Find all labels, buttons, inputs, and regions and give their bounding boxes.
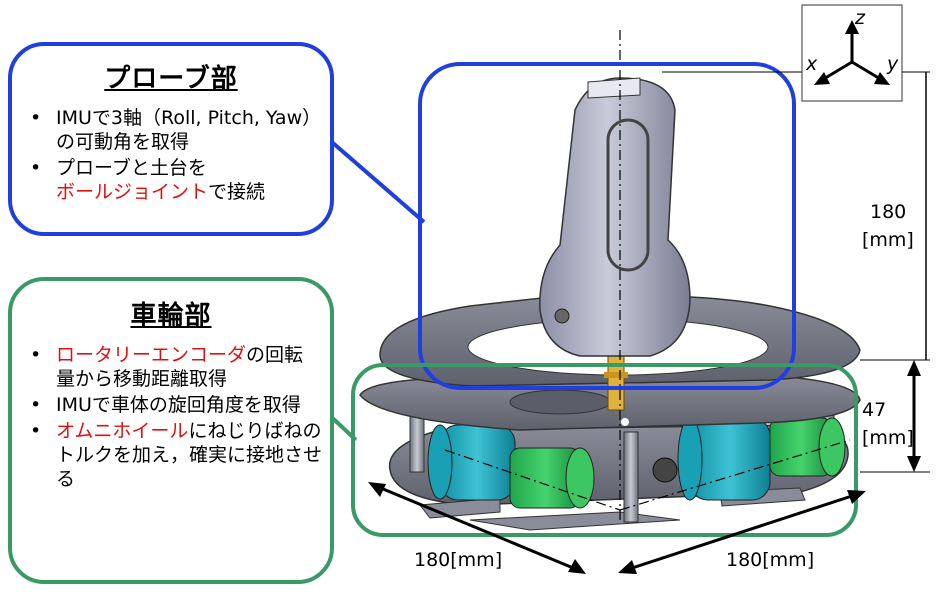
axis-label-x: x: [806, 53, 818, 75]
height-total-value: 180: [870, 201, 907, 223]
wheel-bullets: •ロータリーエンコーダの回転量から移動距離取得 •IMUで車体の旋回角度を取得 …: [26, 343, 322, 493]
wheel-bullet-2: •IMUで車体の旋回角度を取得: [30, 394, 301, 416]
encoder-left: [509, 447, 595, 509]
omni-wheel-highlight: オムニホイール: [56, 420, 189, 442]
wheel-callout: 車輪部 •ロータリーエンコーダの回転量から移動距離取得 •IMUで車体の旋回角度…: [8, 277, 334, 584]
probe-bullet-1: •IMUで3軸（Roll, Pitch, Yaw）の可動角を取得: [30, 107, 322, 153]
axis-label-y: y: [887, 53, 899, 75]
height-dimension: [662, 71, 930, 473]
height-base-value: 47: [862, 399, 887, 421]
width-right-label: 180[mm]: [726, 549, 815, 571]
probe-handle: [539, 77, 691, 357]
encoder-right: [769, 417, 846, 477]
probe-highlight-frame: [418, 62, 796, 390]
probe-connector: [324, 135, 426, 224]
omni-wheel-left: [427, 424, 516, 501]
axis-label-z: z: [855, 7, 865, 29]
wheel-title: 車輪部: [130, 301, 212, 331]
axes-indicator: [801, 4, 903, 102]
ball-joint-highlight: ボールジョイント: [56, 181, 209, 203]
rotary-encoder-highlight: ロータリーエンコーダ: [56, 344, 247, 366]
probe-bullet-2: •プローブと土台をボールジョイントで接続: [30, 157, 266, 203]
height-total-unit: [mm]: [862, 229, 914, 251]
probe-title: プローブ部: [104, 64, 238, 94]
wheel-bullet-3: •オムニホイールにねじりばねのトルクを加え，確実に接地させる: [30, 420, 323, 490]
probe-bullets: •IMUで3軸（Roll, Pitch, Yaw）の可動角を取得 •プローブと土…: [26, 106, 322, 206]
probe-callout: プローブ部 •IMUで3軸（Roll, Pitch, Yaw）の可動角を取得 •…: [8, 42, 334, 236]
wheel-bullet-1: •ロータリーエンコーダの回転量から移動距離取得: [30, 344, 304, 390]
height-base-unit: [mm]: [862, 427, 914, 449]
width-left-label: 180[mm]: [414, 549, 503, 571]
ball-joint: [604, 349, 628, 411]
width-arrows: [368, 482, 866, 574]
wheel-highlight-frame: [351, 363, 858, 537]
